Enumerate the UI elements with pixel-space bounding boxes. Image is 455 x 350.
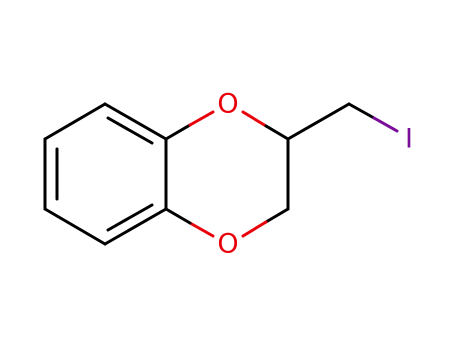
bond-c1-c2 — [43, 102, 107, 141]
bond-c8-o2-carbon-half — [264, 207, 290, 224]
iodomethyl-group — [286, 102, 399, 141]
dioxane-ring — [164, 110, 290, 238]
iodine-atom: I — [405, 124, 413, 155]
bond-o2-c5-oxygen-half — [188, 221, 215, 238]
benzene-ring — [43, 102, 168, 246]
bond-c6-c1 — [103, 102, 168, 141]
bond-c6-o1-carbon-half — [164, 123, 192, 141]
bond-c8-o2-oxygen-half — [241, 220, 268, 238]
bond-ch2-i-iodine-half — [372, 116, 399, 133]
double-bond-inner-top — [106, 116, 154, 145]
double-bond-inner-bottom — [106, 203, 154, 232]
bond-ch2-i-carbon-half — [347, 102, 376, 120]
bond-o1-c7-carbon-half — [264, 124, 290, 141]
bond-o2-c5-carbon-half — [164, 207, 192, 225]
bond-c6-o1-oxygen-half — [188, 110, 215, 127]
bond-o1-c7-oxygen-half — [241, 110, 268, 128]
oxygen-atom-upper: O — [217, 89, 238, 120]
bond-c7-ch2 — [286, 102, 351, 141]
oxygen-atom-lower: O — [217, 229, 238, 260]
bond-c4-c5 — [103, 207, 168, 246]
bond-c3-c4 — [43, 207, 107, 246]
